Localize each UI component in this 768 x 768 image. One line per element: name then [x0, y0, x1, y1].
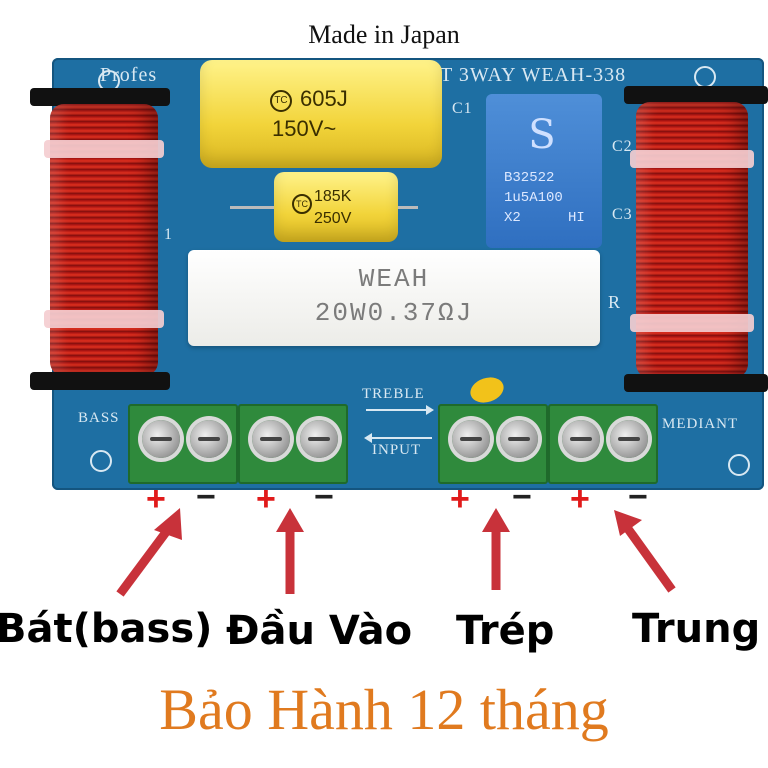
capacitor-lead [394, 206, 418, 209]
arrow-bass [116, 508, 182, 597]
label-treble: TREBLE [362, 386, 425, 402]
inductor-right [636, 102, 748, 378]
manufacturer-logo-icon: S [528, 112, 556, 158]
terminal-screw[interactable] [562, 420, 600, 458]
arrow-treble [482, 508, 510, 590]
capacitor-large-line1: 605J [300, 86, 348, 111]
power-resistor: WEAH 20W0.37ΩJ [188, 250, 600, 346]
capacitor-large-line2: 150V~ [272, 116, 337, 141]
terminal-screw[interactable] [610, 420, 648, 458]
terminal-screw[interactable] [452, 420, 490, 458]
screw-hole-icon [90, 450, 112, 472]
capacitor-large: TC 605J 150V~ [200, 60, 442, 168]
label-input-terminal: Đầu Vào [226, 608, 413, 654]
capacitor-small-line2: 250V [314, 210, 352, 227]
capacitor-small: TC 185K 250V [274, 172, 398, 242]
inductor-left-band [44, 140, 164, 158]
capacitor-blue-line3-right: HI [568, 210, 585, 226]
capacitor-logo-icon: TC [270, 90, 292, 112]
label-c2: C2 [612, 138, 633, 155]
arrow-input [276, 508, 304, 594]
terminal-screw[interactable] [300, 420, 338, 458]
polarity-plus: + [146, 480, 166, 518]
label-c3: C3 [612, 206, 633, 223]
capacitor-blue-line2: 1u5A100 [504, 190, 563, 206]
polarity-minus: − [512, 478, 532, 516]
capacitor-blue-line1: B32522 [504, 170, 555, 186]
polarity-minus: − [196, 478, 216, 516]
screw-hole-icon [728, 454, 750, 476]
polarity-plus: + [450, 480, 470, 518]
signal-arrows-icon [364, 405, 434, 443]
label-mid-output: Trung [632, 606, 761, 652]
terminal-screw[interactable] [252, 420, 290, 458]
warranty-text: Bảo Hành 12 tháng [159, 677, 609, 742]
capacitor-small-line1: 185K [314, 188, 352, 205]
silkscreen-model: T 3WAY WEAH-338 [440, 64, 627, 86]
capacitor-blue: S B32522 1u5A100 X2 HI [486, 94, 602, 248]
polarity-minus: − [628, 478, 648, 516]
inductor-left-band [44, 310, 164, 328]
label-bass-output: Bát(bass) [0, 606, 213, 652]
inductor-right-band [630, 150, 754, 168]
inductor-left-bottom-flange [30, 372, 170, 390]
inductor-right-bottom-flange [624, 374, 768, 392]
label-l1: 1 [164, 226, 173, 243]
polarity-plus: + [570, 480, 590, 518]
label-c1: C1 [452, 100, 473, 117]
capacitor-blue-line3-left: X2 [504, 210, 521, 226]
capacitor-lead [230, 206, 278, 209]
capacitor-logo-icon: TC [292, 194, 312, 214]
terminal-screw[interactable] [142, 420, 180, 458]
inductor-left-top-flange [30, 88, 170, 106]
resistor-line2: 20W0.37ΩJ [314, 298, 474, 328]
resistor-line1: WEAH [358, 264, 430, 294]
polarity-minus: − [314, 478, 334, 516]
arrow-mid [614, 510, 676, 593]
label-r: R [608, 292, 622, 312]
inductor-right-top-flange [624, 86, 768, 104]
made-in-label: Made in Japan [308, 20, 460, 49]
polarity-plus: + [256, 480, 276, 518]
label-treble-output: Trép [456, 608, 555, 654]
terminal-screw[interactable] [190, 420, 228, 458]
label-bass: BASS [78, 410, 120, 426]
terminal-screw[interactable] [500, 420, 538, 458]
label-mediant: MEDIANT [662, 416, 739, 432]
inductor-right-band [630, 314, 754, 332]
label-input: INPUT [372, 442, 422, 458]
